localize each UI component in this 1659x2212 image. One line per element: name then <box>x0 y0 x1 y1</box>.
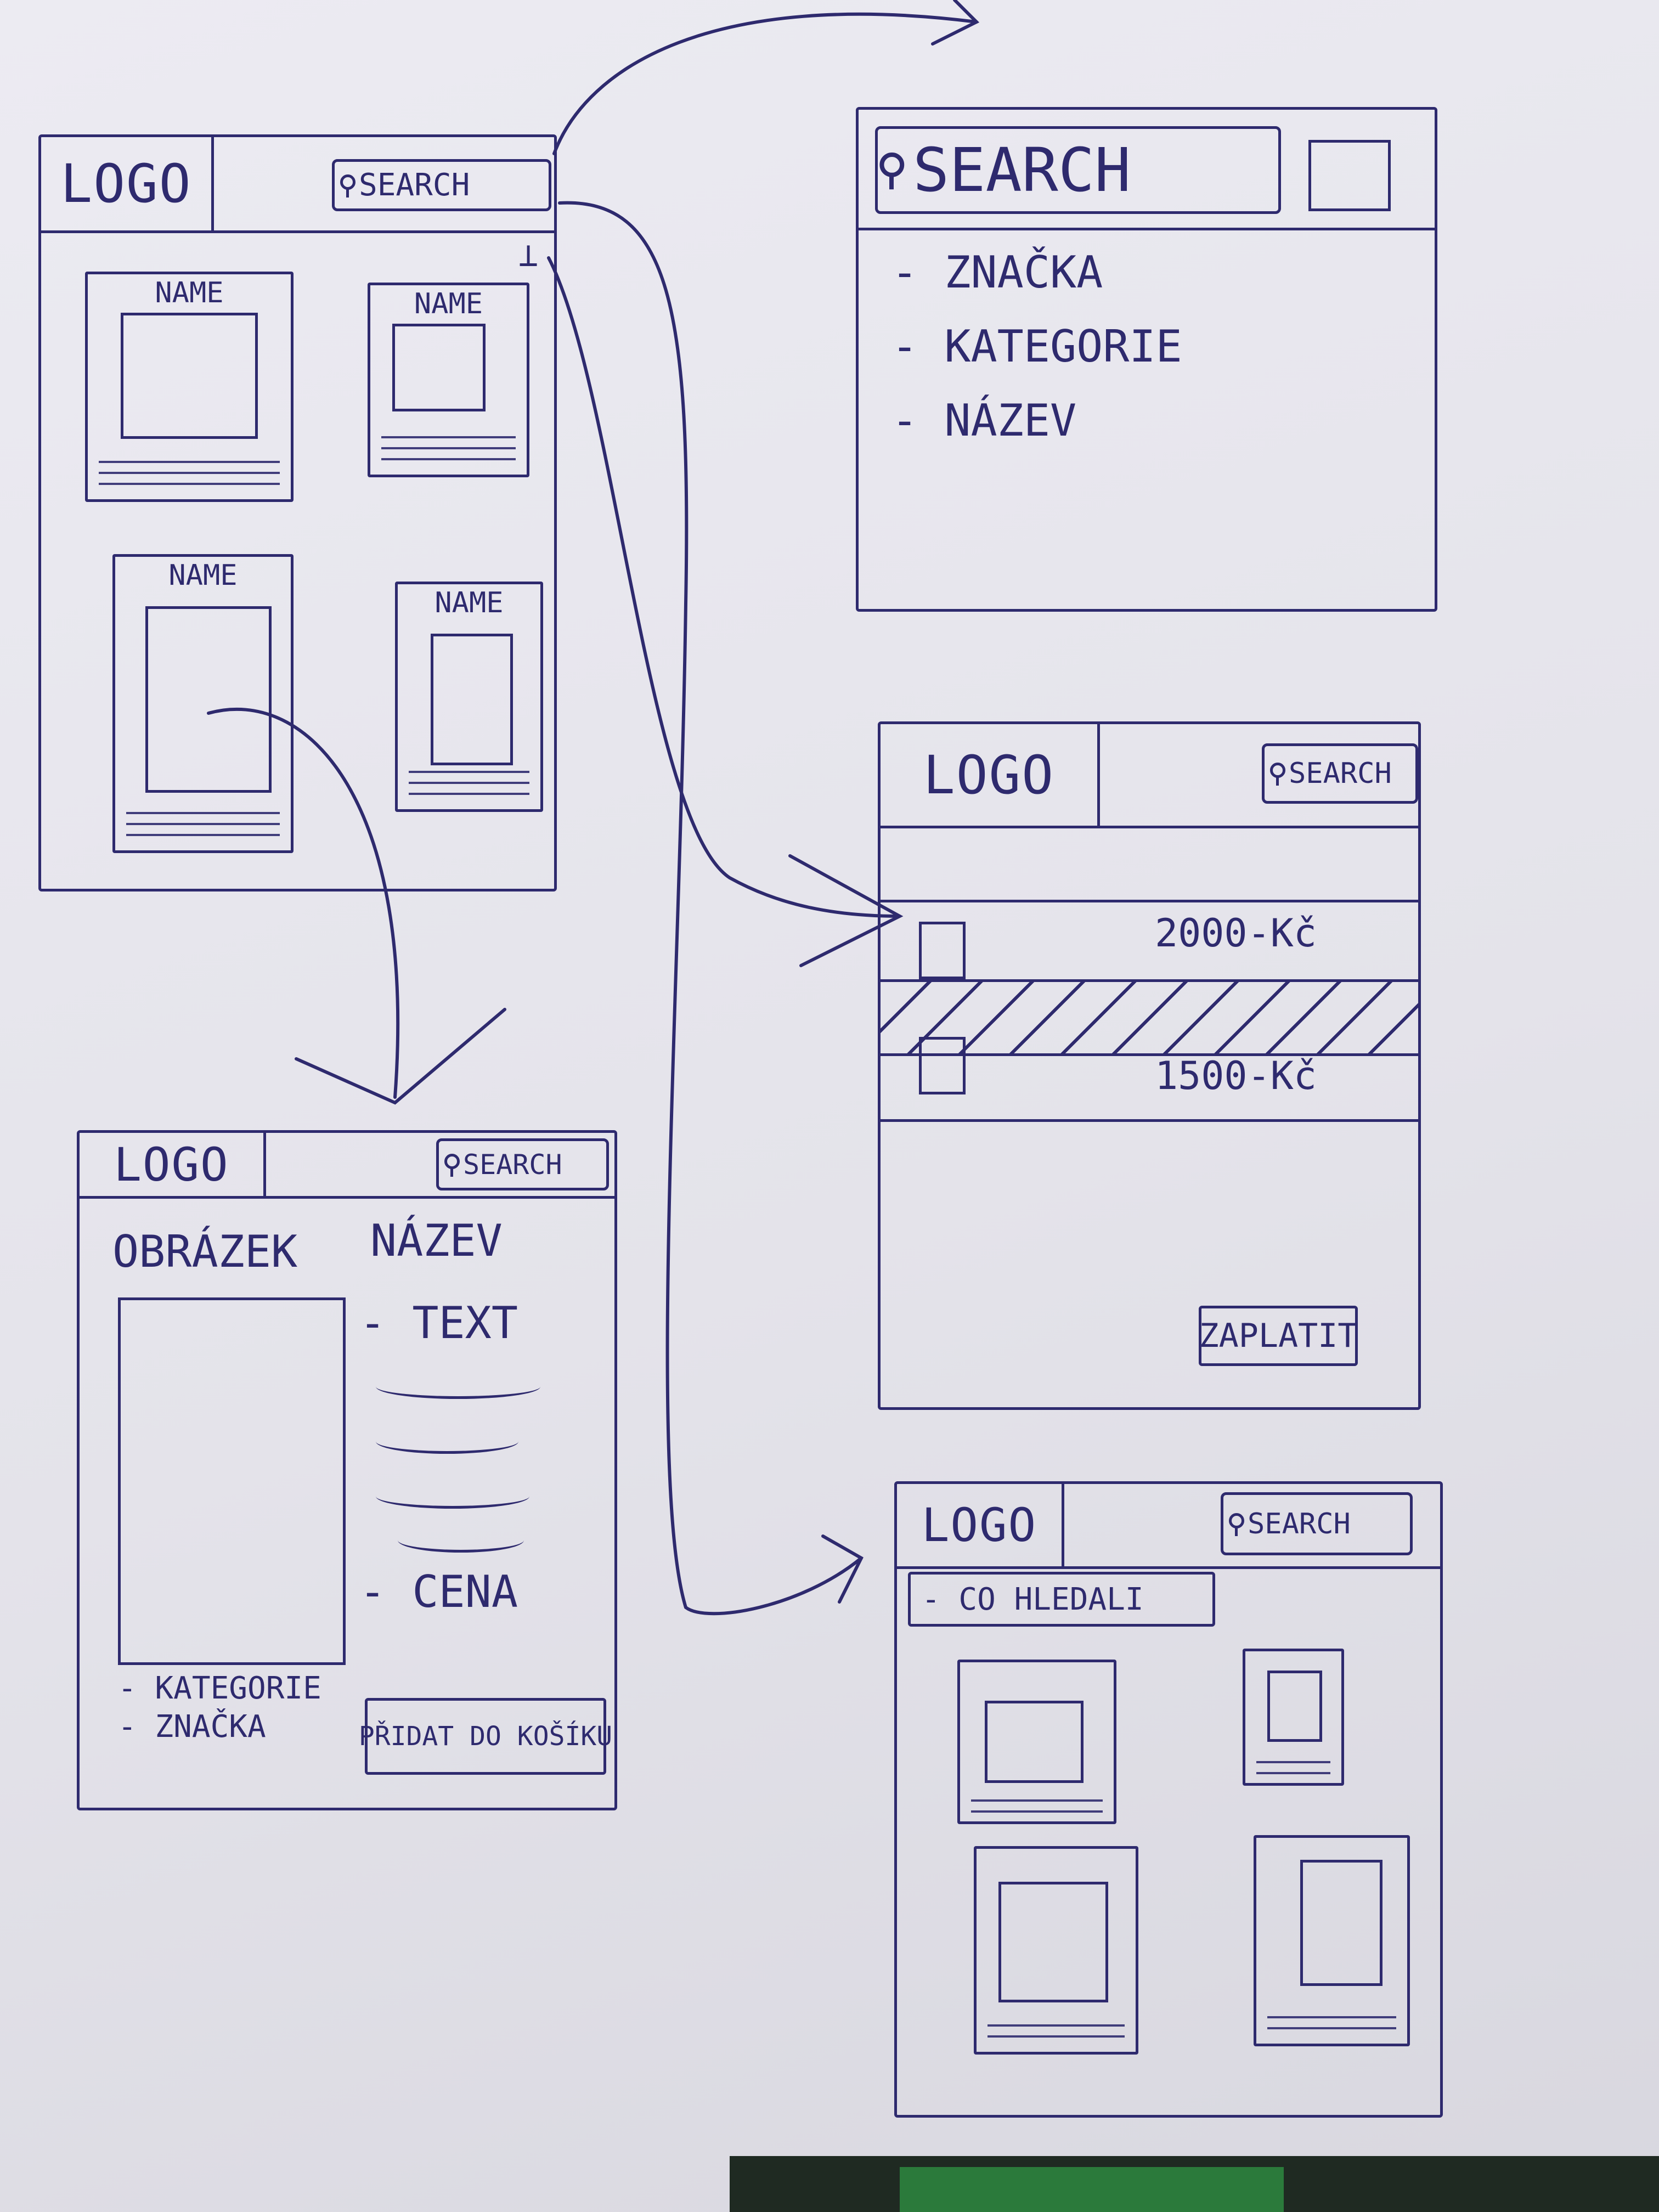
result-card-4[interactable] <box>1254 1835 1410 2046</box>
result-image-4 <box>1300 1860 1383 1986</box>
product-name-4: NAME <box>435 586 504 619</box>
product-name-3: NAME <box>168 559 238 592</box>
product-card-2[interactable]: NAME <box>368 283 529 477</box>
sketch-results-page: LOGO SEARCH - CO HLEDALI <box>894 1481 1443 2118</box>
product-name-2: NAME <box>414 287 483 320</box>
product-desc-1 <box>99 452 280 490</box>
detail-category: - KATEGORIE <box>118 1671 321 1706</box>
arrow-cart-to-cartpage <box>547 256 901 918</box>
result-desc-2 <box>1256 1752 1330 1774</box>
results-search-label: SEARCH <box>1248 1507 1351 1541</box>
product-name-1: NAME <box>155 276 224 309</box>
detail-search-label: SEARCH <box>463 1148 562 1181</box>
arrow-search-to-overlay <box>558 201 863 1616</box>
result-image-2 <box>1267 1671 1322 1742</box>
detail-text-label: - TEXT <box>359 1297 518 1348</box>
cart-header: LOGO SEARCH <box>881 724 1418 828</box>
arrow-to-cart-head <box>788 854 904 967</box>
search-icon <box>443 1153 460 1177</box>
cart-hatched-row <box>881 979 1418 1056</box>
search-option-name[interactable]: - NÁZEV <box>891 395 1077 446</box>
sketch-cart-page: LOGO SEARCH 2000-Kč 1500-Kč ZAPLATIT <box>878 721 1421 1410</box>
cart-divider-2 <box>881 1119 1418 1122</box>
detail-product-image <box>118 1297 346 1665</box>
arrow-to-results-head <box>821 1534 864 1604</box>
detail-text-line-1 <box>376 1374 540 1399</box>
product-image-1 <box>121 313 258 439</box>
product-image-2 <box>392 324 486 411</box>
detail-search-box[interactable]: SEARCH <box>436 1138 609 1190</box>
result-desc-4 <box>1267 2007 1396 2035</box>
results-query-tab: - CO HLEDALI <box>908 1572 1215 1627</box>
detail-logo[interactable]: LOGO <box>80 1133 266 1196</box>
main-search-label: SEARCH <box>359 167 470 203</box>
search-icon <box>1269 763 1285 786</box>
results-search-box[interactable]: SEARCH <box>1221 1492 1413 1555</box>
cart-item-checkbox-2[interactable] <box>919 1037 966 1094</box>
detail-header: LOGO SEARCH <box>80 1133 614 1199</box>
pay-button[interactable]: ZAPLATIT <box>1199 1306 1358 1366</box>
detail-name-label: NÁZEV <box>370 1215 503 1266</box>
arrow-card-to-detail <box>207 707 400 1099</box>
search-header: SEARCH <box>859 110 1435 230</box>
product-card-4[interactable]: NAME <box>395 582 543 812</box>
cart-item-price-2: 1500-Kč <box>1155 1053 1317 1098</box>
cart-logo[interactable]: LOGO <box>881 724 1100 826</box>
detail-text-line-4 <box>398 1528 524 1553</box>
sketch-detail-page: LOGO SEARCH OBRÁZEK NÁZEV - TEXT - CENA … <box>77 1130 617 1810</box>
product-desc-2 <box>381 427 516 466</box>
close-icon[interactable] <box>1308 140 1391 211</box>
result-card-1[interactable] <box>957 1660 1116 1824</box>
detail-brand: - ZNAČKA <box>118 1709 266 1745</box>
detail-image-label: OBRÁZEK <box>112 1226 298 1277</box>
cart-item-checkbox-1[interactable] <box>919 922 966 979</box>
search-icon <box>339 174 356 198</box>
product-desc-3 <box>126 803 280 842</box>
product-image-3 <box>145 606 272 793</box>
detail-price-label: - CENA <box>359 1566 518 1617</box>
floor-object <box>900 2167 1284 2212</box>
result-image-1 <box>985 1701 1084 1783</box>
search-option-category[interactable]: - KATEGORIE <box>891 321 1182 372</box>
result-card-2[interactable] <box>1243 1649 1344 1786</box>
search-icon <box>878 153 905 190</box>
product-desc-4 <box>409 762 529 800</box>
results-logo[interactable]: LOGO <box>897 1484 1064 1566</box>
search-icon <box>1228 1513 1244 1536</box>
cart-divider-1 <box>881 900 1418 902</box>
results-header: LOGO SEARCH <box>897 1484 1440 1569</box>
result-card-3[interactable] <box>974 1846 1138 2055</box>
product-card-1[interactable]: NAME <box>85 272 294 502</box>
detail-text-line-2 <box>376 1429 518 1454</box>
add-to-cart-button[interactable]: PŘIDAT DO KOŠÍKU <box>359 1698 612 1775</box>
main-search-box[interactable]: SEARCH <box>332 159 551 211</box>
sketch-main-page: LOGO SEARCH ⊥ NAME NAME NAME NAME <box>38 134 557 891</box>
arrow-to-detail-head <box>295 1008 506 1105</box>
overlay-search-box[interactable]: SEARCH <box>875 126 1281 214</box>
cart-search-label: SEARCH <box>1289 757 1392 790</box>
sketch-search-page: SEARCH - ZNAČKA - KATEGORIE - NÁZEV <box>856 107 1437 612</box>
main-header: LOGO SEARCH <box>41 137 554 233</box>
cart-item-price-1: 2000-Kč <box>1155 911 1317 956</box>
arrow-to-top-offpage <box>552 12 978 155</box>
cart-icon[interactable]: ⊥ <box>518 236 539 274</box>
result-desc-3 <box>988 2016 1125 2043</box>
arrow-to-top-offpage-head <box>931 0 980 46</box>
main-logo[interactable]: LOGO <box>41 137 214 230</box>
overlay-search-label: SEARCH <box>913 135 1131 205</box>
cart-search-box[interactable]: SEARCH <box>1262 743 1418 804</box>
detail-text-line-3 <box>376 1484 529 1509</box>
product-card-3[interactable]: NAME <box>112 554 294 853</box>
result-desc-1 <box>971 1791 1103 1813</box>
search-option-brand[interactable]: - ZNAČKA <box>891 247 1103 298</box>
result-image-3 <box>998 1882 1108 2002</box>
